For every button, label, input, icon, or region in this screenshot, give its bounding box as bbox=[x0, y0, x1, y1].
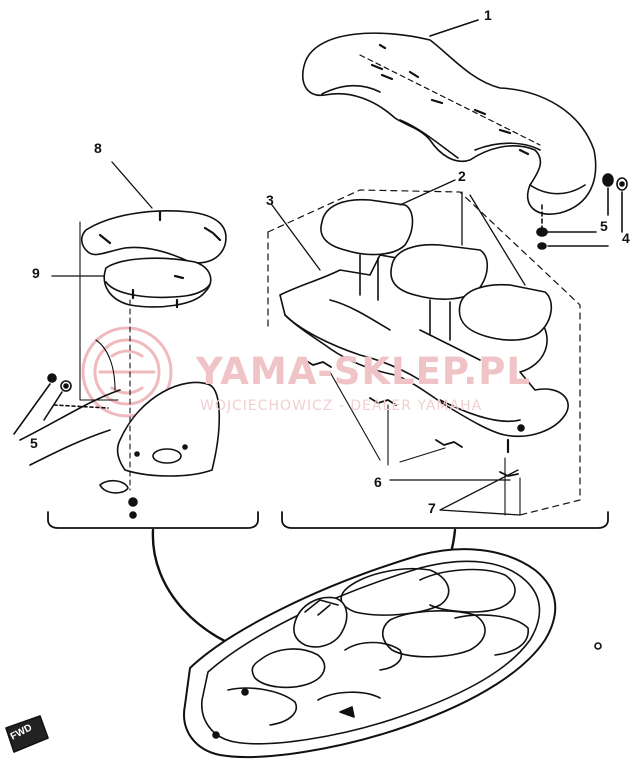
callout-1-leader bbox=[429, 19, 479, 37]
watermark-subtitle: WOJCIECHOWICZ - DEALER YAMAHA bbox=[200, 398, 483, 414]
seat-cushions bbox=[320, 198, 553, 341]
callout-2: 2 bbox=[458, 168, 466, 184]
group-brackets bbox=[47, 511, 609, 529]
left-cushion-assembly bbox=[13, 210, 227, 519]
callout-9: 9 bbox=[32, 265, 40, 281]
callout-4: 4 bbox=[622, 230, 630, 246]
boat-hull bbox=[183, 548, 602, 758]
watermark-logo-icon bbox=[81, 326, 173, 418]
callout-1: 1 bbox=[484, 7, 492, 23]
seat-frame-assembly bbox=[267, 189, 581, 516]
callout-5-right: 5 bbox=[600, 218, 608, 234]
callout-7: 7 bbox=[428, 500, 436, 516]
callout-leaders-center bbox=[271, 179, 526, 516]
callout-8: 8 bbox=[94, 140, 102, 156]
watermark-title: YAMA-SKLEP.PL bbox=[196, 350, 531, 393]
callout-5-left: 5 bbox=[30, 435, 38, 451]
mounting-clips bbox=[304, 359, 519, 477]
fwd-arrow-icon bbox=[5, 715, 49, 753]
callout-leaders-left bbox=[51, 161, 153, 277]
fasteners-right bbox=[536, 173, 628, 250]
backrest-cushion bbox=[301, 32, 597, 215]
callout-3: 3 bbox=[266, 192, 274, 208]
callout-6: 6 bbox=[374, 474, 382, 490]
